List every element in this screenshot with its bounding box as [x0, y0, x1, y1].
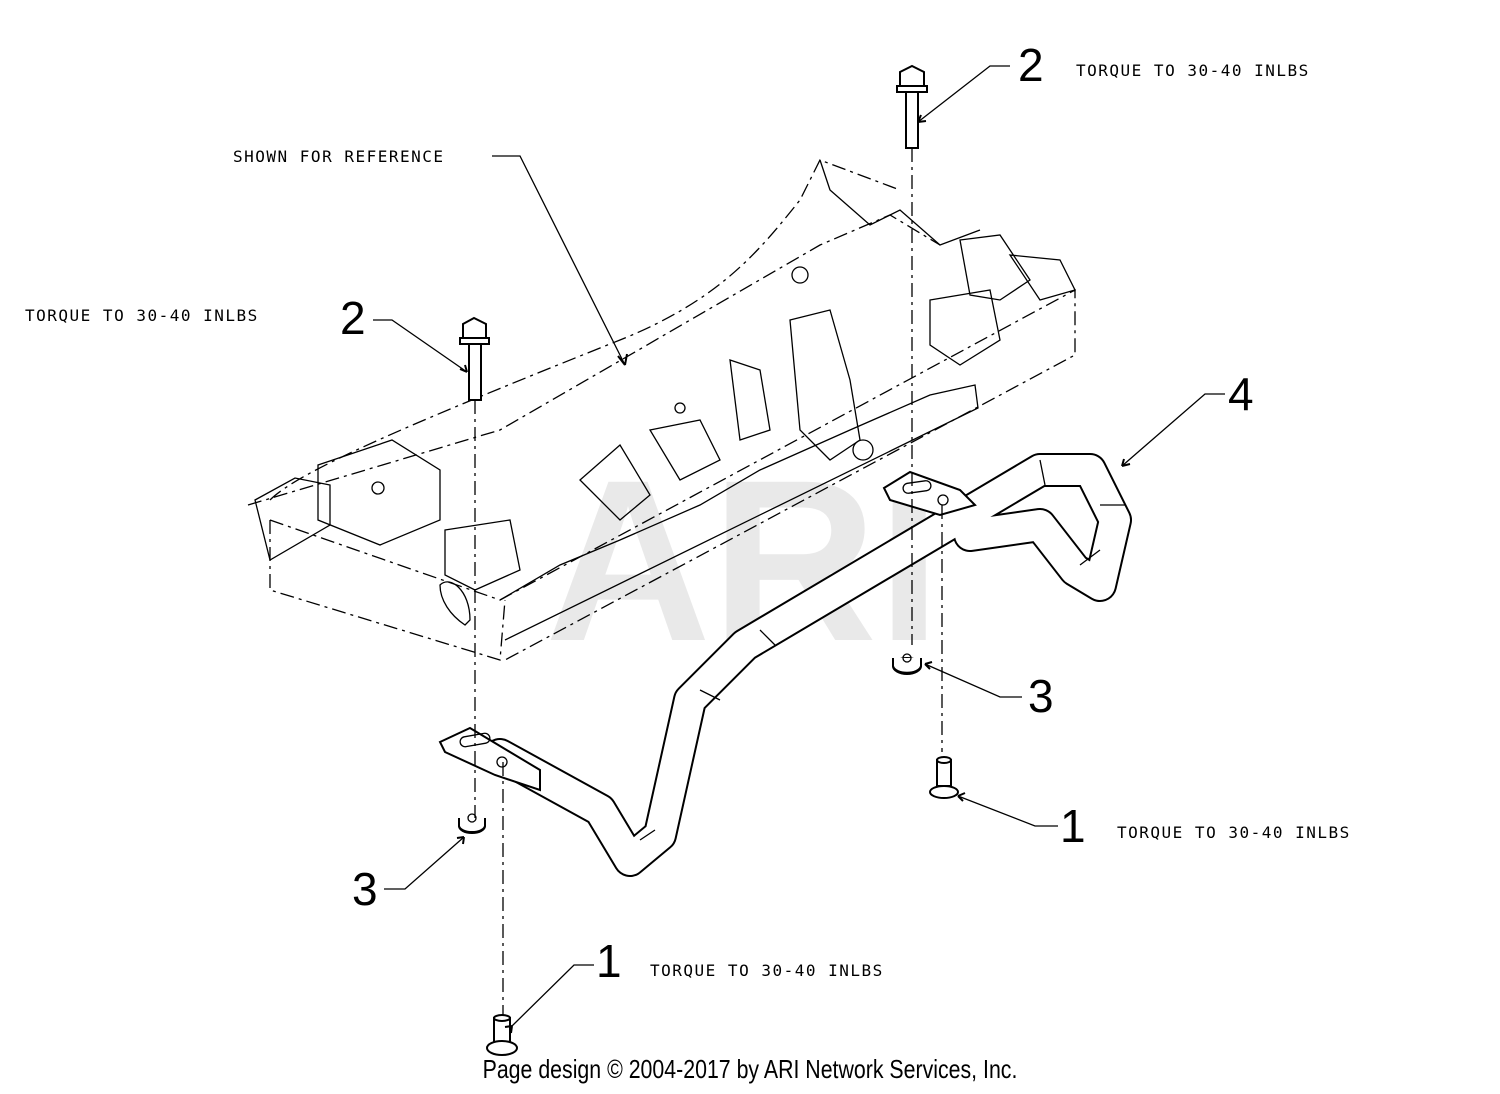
nut-left — [458, 813, 486, 834]
screw-bottom — [486, 1014, 518, 1056]
torque-note-1-bottom: TORQUE TO 30-40 INLBS — [650, 961, 884, 980]
bumper-tube — [438, 453, 1132, 877]
bolt-left — [459, 316, 490, 401]
reference-frame — [247, 159, 1076, 661]
leader-lines — [373, 65, 1225, 1034]
torque-note-2-top: TORQUE TO 30-40 INLBS — [1076, 61, 1310, 80]
screw-right — [929, 756, 959, 799]
callout-number-2-left: 2 — [340, 292, 366, 344]
callout-number-1-right: 1 — [1060, 800, 1086, 852]
callout-number-2-top: 2 — [1018, 39, 1044, 91]
callout-number-1-bottom: 1 — [596, 935, 622, 987]
center-lines — [474, 148, 943, 1015]
reference-note: SHOWN FOR REFERENCE — [233, 147, 445, 166]
copyright-footer: Page design © 2004-2017 by ARI Network S… — [482, 1054, 1018, 1084]
torque-note-1-right: TORQUE TO 30-40 INLBS — [1117, 823, 1351, 842]
callout-number-4: 4 — [1228, 368, 1254, 420]
nut-right — [892, 653, 922, 675]
callout-number-3-left: 3 — [352, 863, 378, 915]
torque-note-2-left: TORQUE TO 30-40 INLBS — [25, 306, 259, 325]
callout-number-3-right: 3 — [1028, 670, 1054, 722]
bolt-top-right — [896, 64, 928, 149]
